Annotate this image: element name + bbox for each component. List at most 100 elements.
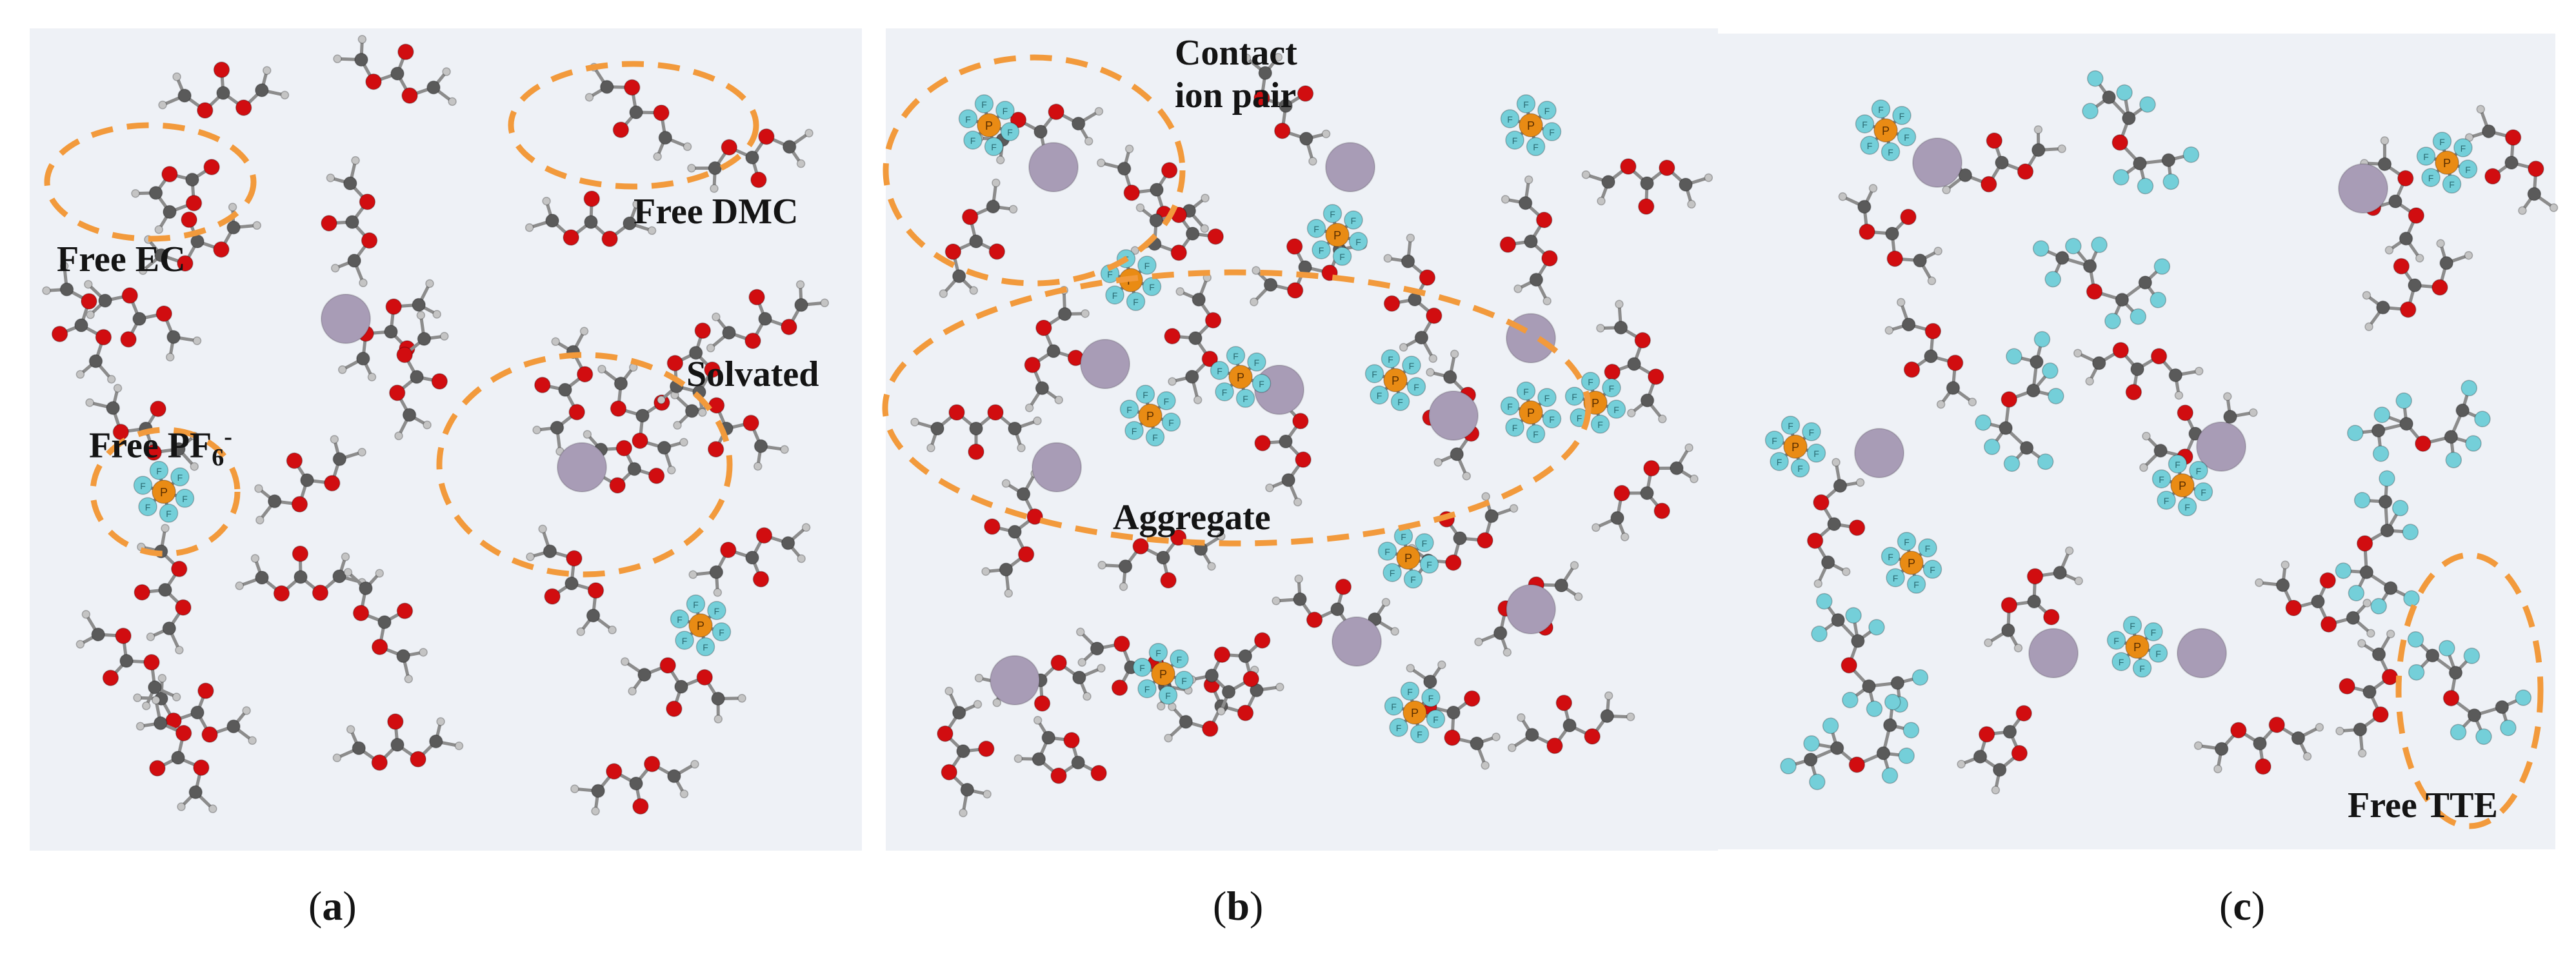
phosphorus-symbol: P: [1882, 125, 1890, 137]
hydrogen-atom: [710, 184, 719, 193]
hydrogen-atom: [138, 266, 148, 275]
fluorine-atom: [2137, 177, 2154, 195]
oxygen-atom: [1806, 532, 1824, 549]
phosphorus-atom: [1151, 662, 1175, 686]
fluorine-symbol: F: [1533, 429, 1539, 440]
carbon-atom: [1156, 551, 1170, 565]
fluorine-symbol: F: [1428, 693, 1434, 703]
fluorine-symbol: F: [2201, 487, 2206, 498]
fluorine-symbol: F: [1139, 663, 1145, 673]
phosphorus-atom: [1403, 700, 1427, 725]
fluorine-atom: [1606, 400, 1626, 419]
phosphorus-atom: [1519, 113, 1543, 137]
carbon-atom: [154, 248, 168, 263]
oxygen-atom: [397, 43, 414, 61]
fluorine-atom: [1581, 372, 1601, 391]
fluorine-symbol: F: [1409, 361, 1415, 371]
hydrogen-atom: [177, 802, 186, 811]
lithium-ion: [321, 294, 371, 344]
caption-c-letter: c: [2233, 883, 2252, 929]
phosphorus-symbol: P: [1333, 229, 1341, 242]
dmc-molecule: [570, 755, 699, 816]
carbon-atom: [163, 205, 177, 219]
carbon-atom: [1258, 66, 1272, 80]
oxygen-atom: [659, 657, 676, 674]
oxygen-atom: [2504, 129, 2522, 146]
oxygen-atom: [387, 713, 404, 730]
oxygen-atom: [666, 700, 683, 717]
carbon-atom: [88, 354, 103, 369]
hydrogen-atom: [423, 420, 432, 430]
fluorine-atom: [2395, 392, 2412, 409]
hydrogen-atom: [75, 370, 85, 379]
oxygen-atom: [150, 400, 166, 418]
hydrogen-atom: [59, 261, 69, 270]
fluorine-atom: [2391, 500, 2409, 516]
fluorine-symbol: F: [2196, 466, 2202, 476]
fluorine-symbol: F: [166, 509, 172, 519]
fluorine-symbol: F: [1003, 106, 1008, 116]
carbon-atom: [188, 785, 203, 800]
oxygen-atom: [1477, 532, 1493, 549]
hydrogen-atom: [538, 524, 547, 534]
oxygen-atom: [583, 190, 601, 207]
oxygen-atom: [1653, 502, 1670, 520]
hydrogen-atom: [146, 632, 155, 642]
phosphorus-symbol: P: [1792, 441, 1799, 454]
fluorine-symbol: F: [140, 481, 146, 491]
hydrogen-atom: [2518, 206, 2527, 216]
dmc-molecule: [620, 657, 746, 723]
tte-molecule: [2082, 70, 2200, 195]
carbon-atom: [190, 705, 205, 720]
carbon-atom: [1901, 318, 1916, 332]
phosphorus-symbol: P: [1527, 119, 1535, 132]
fluorine-atom: [1845, 607, 1862, 624]
carbon-atom: [1179, 714, 1193, 729]
ec-molecule: [657, 322, 721, 417]
fluorine-atom: [1390, 392, 1410, 411]
dmc-molecule: [1164, 665, 1284, 743]
oxygen-atom: [755, 527, 773, 544]
oxygen-atom: [203, 159, 220, 176]
oxygen-atom: [2400, 301, 2417, 318]
hydrogen-atom: [524, 223, 534, 232]
hydrogen-atom: [653, 152, 662, 161]
fluorine-atom: [1806, 443, 1826, 463]
fluorine-symbol: F: [1507, 401, 1513, 412]
carbon-atom: [1423, 674, 1437, 689]
hydrogen-atom: [992, 178, 1001, 188]
panel-c-scene: FFFFFFPFFFFFFPFFFFFFPFFFFFFPFFFFFFPFFFFF…: [1764, 70, 2559, 829]
fluorine-atom: [2463, 647, 2481, 664]
fluorine-symbol: F: [1523, 387, 1529, 397]
dmc-molecule: [84, 279, 202, 362]
oxygen-atom: [197, 102, 214, 119]
hydrogen-atom: [2033, 125, 2043, 134]
oxygen-atom: [120, 331, 137, 348]
carbon-atom: [1057, 307, 1072, 321]
hydrogen-atom: [1450, 349, 1459, 359]
oxygen-atom: [112, 423, 130, 441]
oxygen-atom: [2015, 705, 2032, 722]
fluorine-symbol: F: [1397, 397, 1403, 407]
carbon-atom: [106, 401, 120, 415]
fluorine-atom: [2044, 270, 2061, 288]
hydrogen-atom: [252, 221, 262, 230]
phosphorus-symbol: P: [160, 486, 168, 499]
carbon-atom: [2102, 90, 2116, 105]
hydrogen-atom: [683, 142, 692, 152]
oxygen-atom: [197, 682, 214, 700]
phosphorus-atom: [2170, 473, 2195, 498]
dmc-molecule: [688, 523, 811, 597]
tte-molecule: [1975, 330, 2064, 472]
hydrogen-atom: [416, 310, 426, 320]
carbon-atom: [332, 452, 347, 467]
carbon-atom: [1279, 99, 1293, 113]
lithium-ion: [557, 442, 607, 492]
hydrogen-atom: [2476, 105, 2486, 114]
phosphorus-atom: [1325, 223, 1350, 247]
carbon-atom: [1041, 731, 1055, 745]
carbon-atom: [969, 234, 983, 248]
hydrogen-atom: [326, 173, 335, 183]
lithium-ion: [2196, 421, 2246, 472]
